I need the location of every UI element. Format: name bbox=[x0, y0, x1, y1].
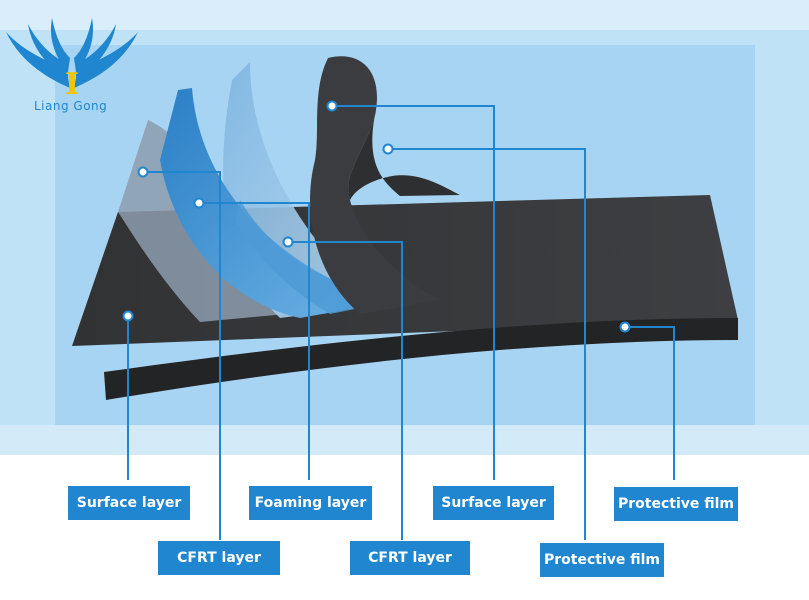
connector-protective-1 bbox=[625, 326, 675, 480]
label-protective-film-2: Protective film bbox=[540, 543, 664, 577]
connector-foaming bbox=[199, 202, 310, 480]
callout-dots bbox=[122, 100, 631, 333]
dot-cfrt-1 bbox=[137, 166, 149, 178]
connector-protective-2 bbox=[388, 148, 586, 540]
connector-surface-2 bbox=[332, 105, 495, 480]
peel-layer-blue bbox=[160, 88, 390, 318]
logo-mark: I bbox=[65, 67, 79, 102]
label-surface-layer-2: Surface layer bbox=[433, 486, 554, 520]
board-edge bbox=[104, 318, 738, 400]
peel-surface-top bbox=[310, 56, 440, 314]
label-foaming-layer: Foaming layer bbox=[249, 486, 372, 520]
connector-lines bbox=[127, 105, 675, 540]
dot-cfrt-2 bbox=[282, 236, 294, 248]
connector-cfrt-2 bbox=[288, 241, 403, 540]
lower-band bbox=[0, 425, 809, 455]
logo-text: Liang Gong bbox=[34, 99, 108, 113]
liang-gong-logo: I bbox=[6, 18, 138, 102]
dot-foaming bbox=[193, 197, 205, 209]
label-protective-film-1: Protective film bbox=[614, 487, 738, 521]
label-surface-layer-1: Surface layer bbox=[68, 486, 190, 520]
label-cfrt-layer-2: CFRT layer bbox=[350, 541, 470, 575]
dot-surface-2 bbox=[326, 100, 338, 112]
connector-cfrt-1 bbox=[143, 171, 221, 540]
dot-surface-1 bbox=[122, 310, 134, 322]
dot-protective-2 bbox=[382, 143, 394, 155]
peel-surface-top-shadow bbox=[348, 110, 460, 200]
dot-protective-1 bbox=[619, 321, 631, 333]
label-cfrt-layer-1: CFRT layer bbox=[158, 541, 280, 575]
wings-icon bbox=[6, 18, 138, 88]
